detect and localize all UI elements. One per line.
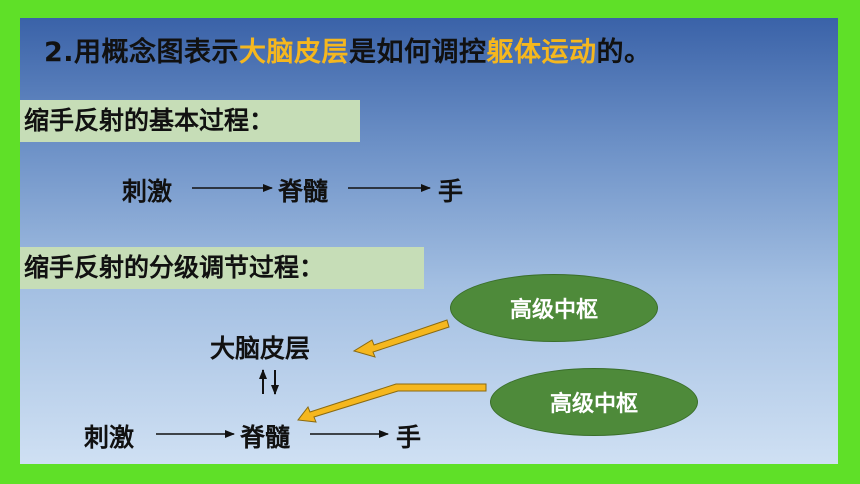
s2-hand: 手 (396, 423, 422, 452)
section2-label: 缩手反射的分级调节过程： (20, 247, 424, 289)
section1-label: 缩手反射的基本过程： (20, 100, 360, 142)
slide: 2.用概念图表示大脑皮层是如何调控躯体运动的。 缩手反射的基本过程： 刺激 脊髓… (20, 18, 838, 464)
title-part2: 是如何调控 (349, 37, 487, 68)
s2-cerebral-cortex: 大脑皮层 (210, 334, 311, 363)
oval-higher-center-1: 高级中枢 (450, 274, 658, 342)
s2-spinal-cord: 脊髓 (240, 423, 291, 452)
title-highlight-movement: 躯体运动 (486, 37, 597, 68)
diagram-arrows (156, 184, 487, 438)
yellow-arrow-to-cord (297, 383, 487, 423)
s2-stimulus: 刺激 (84, 423, 135, 452)
s1-hand: 手 (438, 177, 464, 206)
yellow-arrow-to-cortex (352, 319, 450, 358)
s1-stimulus: 刺激 (122, 177, 173, 206)
title-part3: 的。 (596, 37, 652, 68)
title-part1: 2.用概念图表示 (44, 37, 240, 68)
slide-title: 2.用概念图表示大脑皮层是如何调控躯体运动的。 (44, 30, 652, 69)
title-highlight-cortex: 大脑皮层 (239, 37, 350, 68)
s1-spinal-cord: 脊髓 (278, 177, 329, 206)
oval-higher-center-2: 高级中枢 (490, 368, 698, 436)
